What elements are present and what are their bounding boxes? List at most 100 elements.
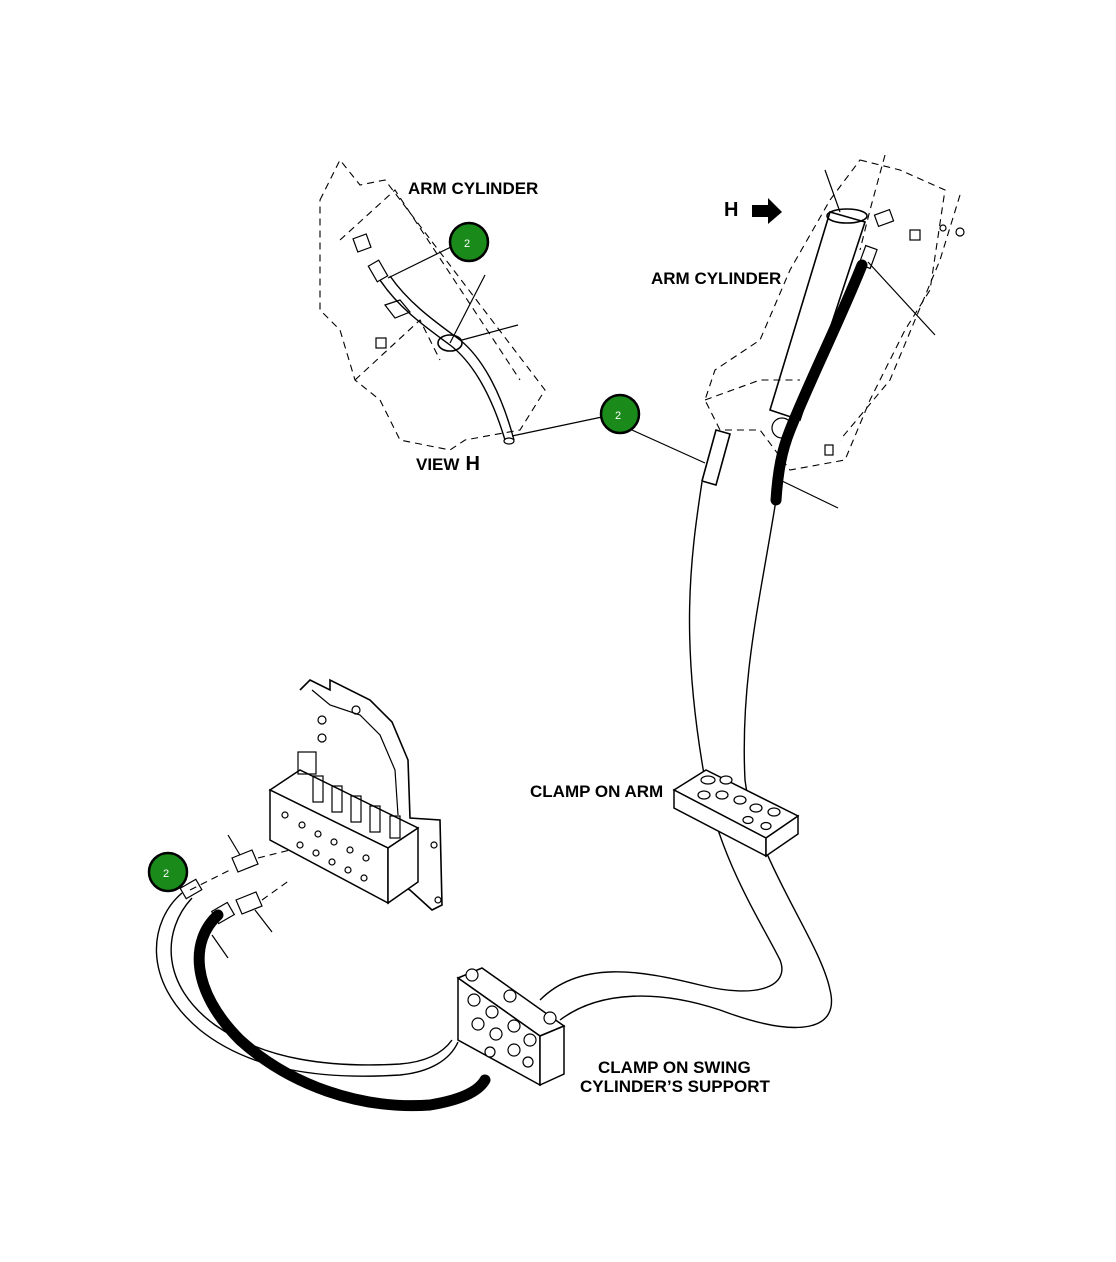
view-h-hose-edge-a bbox=[379, 279, 506, 441]
clamp-swing-hole-2 bbox=[485, 1005, 499, 1019]
arm-fitting-dot bbox=[939, 224, 947, 232]
clamp-swing-hole-1 bbox=[467, 993, 481, 1007]
clamp-arm-hole-9 bbox=[760, 821, 772, 831]
callout-2-view-h-top: 2 bbox=[448, 221, 490, 263]
valve-port-7 bbox=[296, 841, 304, 849]
clamp-arm-hole-5 bbox=[733, 795, 747, 805]
label-h-marker: H bbox=[724, 199, 738, 221]
clamp-swing-hole-6 bbox=[523, 1033, 537, 1047]
callout-2-middle: 2 bbox=[599, 393, 641, 435]
valve-adapter-2 bbox=[235, 891, 263, 915]
callout-number: 2 bbox=[163, 868, 169, 880]
clamp-on-arm bbox=[672, 769, 800, 858]
clamp-swing-hole-9 bbox=[484, 1046, 496, 1058]
clamp-swing-bolt-3 bbox=[543, 1011, 557, 1025]
valve-spool-3 bbox=[350, 795, 362, 823]
view-h-boom-edge bbox=[339, 189, 521, 381]
clamp-arm-hole-8 bbox=[742, 815, 754, 825]
valve-bracket-bolt-5 bbox=[434, 896, 442, 904]
arm-fitting-b bbox=[909, 229, 921, 241]
clamp-arm-hole-4 bbox=[715, 790, 729, 800]
valve-black-hose-fitting bbox=[210, 901, 236, 925]
arm-black-hose-leader bbox=[867, 261, 936, 336]
arm-bracket bbox=[824, 444, 834, 456]
arm-white-hose-leader bbox=[631, 429, 706, 464]
valve-port-6 bbox=[362, 854, 370, 862]
arm-cylinder-leader bbox=[824, 169, 841, 213]
hose-run bbox=[539, 481, 833, 1029]
view-h-clip bbox=[384, 299, 411, 319]
clamp-on-arm-side bbox=[765, 814, 799, 858]
valve-bracket-inner bbox=[311, 689, 399, 816]
view-h-boom-outline bbox=[319, 158, 546, 451]
arm-fitting-a bbox=[873, 208, 895, 228]
clamp-swing-side bbox=[539, 1024, 565, 1087]
valve-port-4 bbox=[330, 838, 338, 846]
valve-adapter-1 bbox=[231, 849, 259, 873]
view-h-detail bbox=[319, 158, 603, 451]
arm-edge-b bbox=[839, 194, 961, 441]
clamp-arm-hole-1 bbox=[700, 775, 716, 785]
view-h-fitting-b bbox=[367, 259, 389, 283]
view-h-strap-leader bbox=[449, 274, 486, 344]
valve-white-hose-fitting bbox=[179, 878, 203, 900]
valve-port-11 bbox=[360, 874, 368, 882]
valve-black-hose-leader bbox=[211, 934, 229, 959]
valve-port-2 bbox=[298, 821, 306, 829]
valve-black-hose bbox=[193, 909, 491, 1112]
view-h-bracket bbox=[375, 337, 387, 349]
valve-hoses bbox=[155, 878, 491, 1112]
view-h-boom-inner bbox=[354, 319, 441, 381]
arm-white-hose-end bbox=[701, 429, 731, 486]
arm-cylinder-head bbox=[826, 208, 868, 224]
valve-port-10 bbox=[344, 866, 352, 874]
valve-spool-4 bbox=[369, 805, 381, 833]
valve-bracket-outline bbox=[299, 678, 443, 911]
callout-circle bbox=[448, 221, 490, 263]
clamp-swing-hole-3 bbox=[471, 1017, 485, 1031]
valve-bracket-bolt-4 bbox=[430, 841, 438, 849]
label-clamp-on-swing-line1: CLAMP ON SWING bbox=[598, 1058, 751, 1077]
clamp-swing-hole-7 bbox=[507, 1043, 521, 1057]
clamp-on-swing bbox=[456, 967, 566, 1087]
callout-circle bbox=[599, 393, 641, 435]
valve-port-8 bbox=[312, 849, 320, 857]
valve-port-9 bbox=[328, 858, 336, 866]
view-h-strap bbox=[437, 334, 463, 352]
arm-cylinder-view bbox=[631, 154, 965, 509]
valve-port-3 bbox=[314, 830, 322, 838]
clamp-arm-hole-3 bbox=[697, 790, 711, 800]
arm-black-hose bbox=[770, 259, 868, 506]
valve-port-5 bbox=[346, 846, 354, 854]
clamp-arm-hole-2 bbox=[719, 775, 733, 785]
clamp-swing-bolt-2 bbox=[503, 989, 517, 1003]
valve-spool-1 bbox=[312, 775, 324, 803]
valve-end-cap bbox=[297, 751, 317, 775]
valve-block-side bbox=[387, 826, 419, 905]
clamp-arm-hole-7 bbox=[767, 807, 781, 817]
arm-cylinder-body bbox=[769, 211, 867, 422]
hose-run-edge-b bbox=[559, 499, 833, 1029]
h-view-arrow-icon bbox=[752, 198, 782, 224]
valve-adapter-2-leader bbox=[254, 909, 273, 933]
arm-edge-a bbox=[859, 154, 886, 251]
label-arm-cylinder-detail: ARM CYLINDER bbox=[408, 179, 538, 198]
valve-spool-5 bbox=[389, 815, 401, 839]
arm-fitting-bolt bbox=[955, 227, 965, 237]
arm-black-hose-end-leader bbox=[779, 479, 839, 509]
valve-bracket-bolt-3 bbox=[351, 705, 361, 715]
view-h-hose-edge-b bbox=[389, 275, 515, 441]
valve-bracket-bolt-1 bbox=[317, 715, 327, 725]
label-clamp-on-arm: CLAMP ON ARM bbox=[530, 782, 663, 801]
view-h-fitting-a bbox=[352, 233, 372, 253]
valve-adapter-2-dash bbox=[261, 879, 291, 901]
label-clamp-on-swing-line2: CYLINDER’S SUPPORT bbox=[580, 1077, 770, 1096]
clamp-swing-hole-8 bbox=[522, 1056, 534, 1068]
hose-run-edge-a bbox=[539, 481, 783, 1001]
valve-adapter-1-dash bbox=[257, 849, 291, 859]
callout-2-valve: 2 bbox=[147, 851, 189, 893]
callout-number: 2 bbox=[464, 238, 470, 250]
valve-port-1 bbox=[281, 811, 289, 819]
